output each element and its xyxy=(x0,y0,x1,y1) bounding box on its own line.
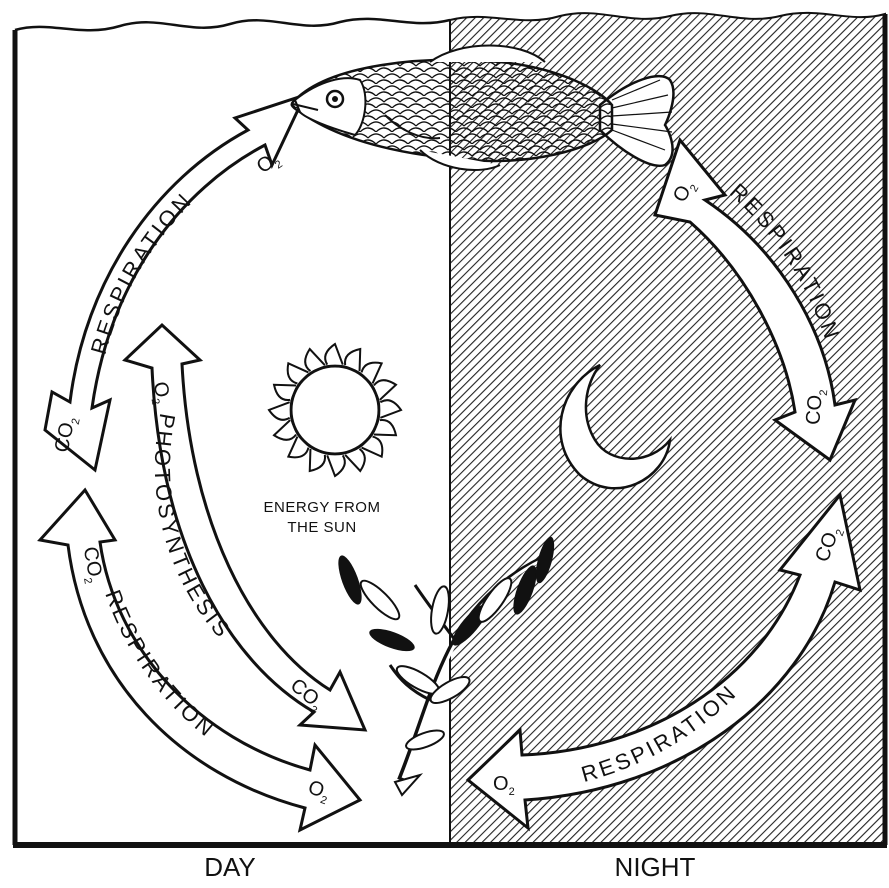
sun-caption-line2: THE SUN xyxy=(287,519,356,536)
sun-icon xyxy=(269,344,401,476)
day-top-respiration-label: RESPIRATION xyxy=(86,187,198,357)
sun-ray xyxy=(380,400,401,418)
sun-ray xyxy=(327,455,345,476)
sun-caption-line1: ENERGY FROM xyxy=(264,499,381,516)
night-label: NIGHT xyxy=(590,852,720,883)
sun-ray xyxy=(325,344,343,365)
day-water-line xyxy=(15,19,450,30)
sun-ray xyxy=(269,402,290,420)
day-label: DAY xyxy=(185,852,275,883)
